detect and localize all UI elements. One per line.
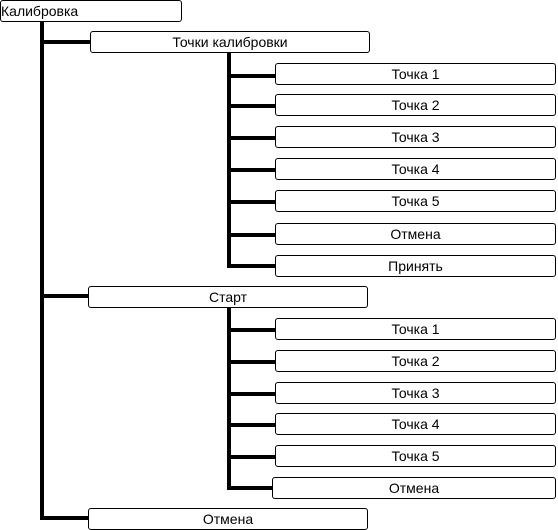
node-g1-point-2[interactable]: Точка 2 (275, 94, 556, 116)
group-2-trunk-line (227, 306, 231, 490)
node-g2-point-2[interactable]: Точка 2 (275, 350, 556, 372)
connector-g2-item-6 (227, 486, 276, 490)
connector-g1-item-1 (227, 74, 276, 78)
connector-g1-item-3 (227, 136, 276, 140)
connector-g1-item-2 (227, 104, 276, 108)
connector-start (40, 294, 90, 298)
node-calibration-points[interactable]: Точки калибровки (90, 31, 370, 53)
node-g1-point-5[interactable]: Точка 5 (275, 190, 556, 212)
node-g2-point-1[interactable]: Точка 1 (275, 318, 556, 340)
node-cancel[interactable]: Отмена (88, 508, 368, 530)
connector-g2-item-1 (227, 328, 276, 332)
node-g2-point-3[interactable]: Точка 3 (275, 382, 556, 404)
node-g1-point-4[interactable]: Точка 4 (275, 158, 556, 180)
node-calibration[interactable]: Калибровка (0, 0, 182, 22)
connector-cancel (40, 516, 90, 520)
node-g1-accept[interactable]: Принять (275, 255, 556, 277)
connector-calibration-points (40, 40, 92, 44)
root-trunk-line (40, 18, 44, 520)
connector-g2-item-5 (227, 455, 276, 459)
connector-g1-item-5 (227, 200, 276, 204)
connector-g1-item-7 (227, 264, 276, 268)
connector-g2-item-3 (227, 392, 276, 396)
connector-g1-item-6 (227, 233, 276, 237)
node-g1-point-1[interactable]: Точка 1 (275, 63, 556, 85)
node-g1-point-3[interactable]: Точка 3 (275, 126, 556, 148)
connector-g2-item-2 (227, 360, 276, 364)
connector-g1-item-4 (227, 168, 276, 172)
node-g1-cancel[interactable]: Отмена (275, 223, 556, 245)
node-g2-point-4[interactable]: Точка 4 (275, 413, 556, 435)
connector-g2-item-4 (227, 423, 276, 427)
group-1-trunk-line (227, 52, 231, 268)
node-g2-point-5[interactable]: Точка 5 (275, 445, 556, 467)
node-g2-cancel[interactable]: Отмена (272, 477, 556, 499)
node-start[interactable]: Старт (88, 286, 368, 308)
